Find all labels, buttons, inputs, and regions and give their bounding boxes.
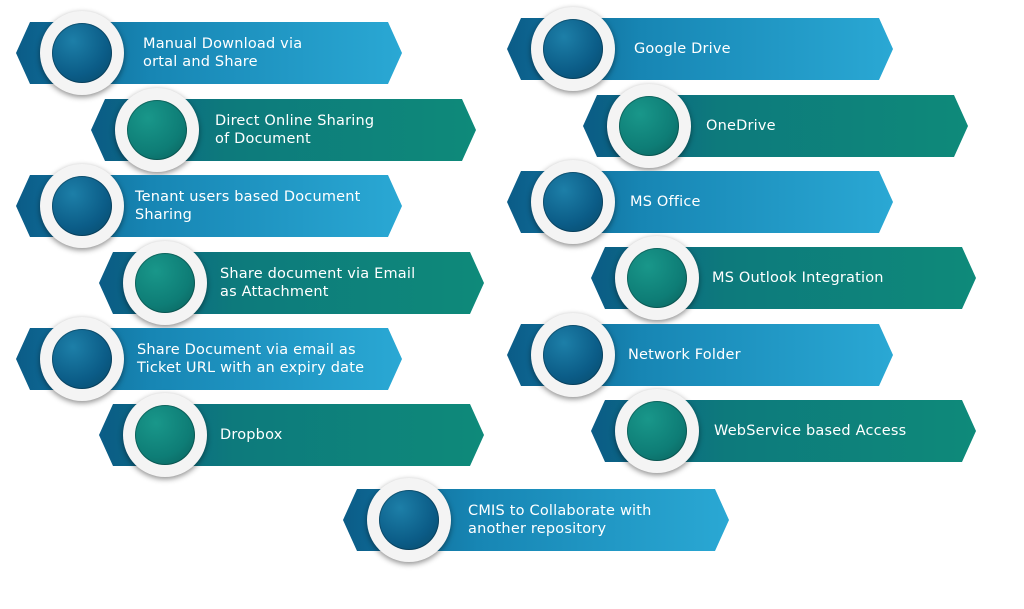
circle-inner	[379, 490, 439, 550]
circle-inner	[135, 253, 195, 313]
banner-label: Network Folder	[628, 324, 741, 386]
circle-inner	[627, 248, 687, 308]
label-line: Share Document via email as	[137, 342, 356, 358]
circle-inner	[52, 23, 112, 83]
circle-inner	[127, 100, 187, 160]
circle-inner	[52, 329, 112, 389]
banner-label: Direct Online Sharing of Document	[215, 99, 374, 161]
circle-badge-icon	[615, 389, 699, 473]
circle-badge-icon	[531, 7, 615, 91]
circle-badge-icon	[531, 160, 615, 244]
label-line: MS Office	[630, 194, 701, 210]
circle-badge-icon	[615, 236, 699, 320]
circle-badge-icon	[531, 313, 615, 397]
label-line: of Document	[215, 131, 311, 147]
banner-label: Share document via Email as Attachment	[220, 252, 415, 314]
banner-google-drive: Google Drive	[507, 7, 893, 91]
circle-badge-icon	[40, 11, 124, 95]
banner-label: Google Drive	[634, 18, 731, 80]
banner-dropbox: Dropbox	[99, 393, 484, 477]
banner-onedrive: OneDrive	[583, 84, 968, 168]
banner-ms-outlook: MS Outlook Integration	[591, 236, 976, 320]
label-line: MS Outlook Integration	[712, 270, 884, 286]
label-line: Sharing	[135, 207, 193, 223]
banner-label: CMIS to Collaborate with another reposito…	[468, 489, 652, 551]
circle-badge-icon	[123, 241, 207, 325]
banner-label: OneDrive	[706, 95, 776, 157]
banner-direct-online-sharing: Direct Online Sharing of Document	[91, 88, 476, 172]
banner-label: Share Document via email as Ticket URL wi…	[137, 328, 364, 390]
circle-inner	[619, 96, 679, 156]
circle-badge-icon	[40, 164, 124, 248]
banner-label: MS Office	[630, 171, 701, 233]
label-line: Share document via Email	[220, 266, 416, 282]
label-line: Tenant users based Document	[135, 189, 361, 205]
label-line: CMIS to Collaborate with	[468, 503, 652, 519]
circle-inner	[543, 325, 603, 385]
circle-badge-icon	[367, 478, 451, 562]
banner-network-folder: Network Folder	[507, 313, 893, 397]
label-line: Manual Download via	[143, 36, 303, 52]
circle-badge-icon	[607, 84, 691, 168]
banner-cmis: CMIS to Collaborate with another reposito…	[343, 478, 729, 562]
label-line: ortal and Share	[143, 54, 258, 70]
circle-inner	[543, 172, 603, 232]
banner-label: MS Outlook Integration	[712, 247, 884, 309]
banner-share-email-attachment: Share document via Email as Attachment	[99, 241, 484, 325]
label-line: Ticket URL with an expiry date	[137, 360, 365, 376]
circle-inner	[627, 401, 687, 461]
label-line: as Attachment	[220, 284, 329, 300]
label-line: Direct Online Sharing	[215, 113, 375, 129]
circle-badge-icon	[115, 88, 199, 172]
label-line: Network Folder	[628, 347, 741, 363]
circle-inner	[543, 19, 603, 79]
label-line: OneDrive	[706, 118, 776, 134]
circle-inner	[135, 405, 195, 465]
label-line: WebService based Access	[714, 423, 907, 439]
banner-ms-office: MS Office	[507, 160, 893, 244]
banner-webservice-access: WebService based Access	[591, 389, 976, 473]
circle-badge-icon	[40, 317, 124, 401]
banner-manual-download: Manual Download via ortal and Share	[16, 11, 402, 95]
circle-inner	[52, 176, 112, 236]
banner-label: Dropbox	[220, 404, 283, 466]
circle-badge-icon	[123, 393, 207, 477]
banner-share-email-ticket: Share Document via email as Ticket URL wi…	[16, 317, 402, 401]
banner-label: WebService based Access	[714, 400, 906, 462]
banner-label: Manual Download via ortal and Share	[143, 22, 302, 84]
label-line: another repository	[468, 521, 607, 537]
label-line: Dropbox	[220, 427, 283, 443]
label-line: Google Drive	[634, 41, 731, 57]
